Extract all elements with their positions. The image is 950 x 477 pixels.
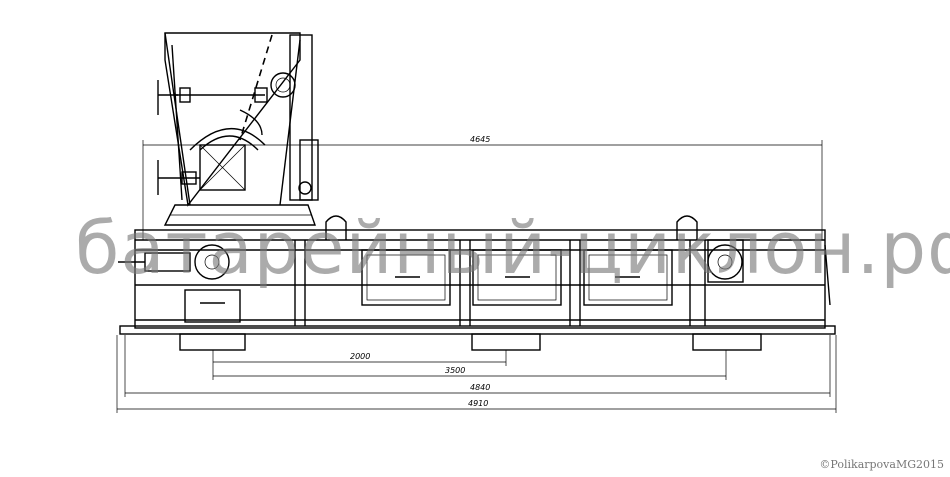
dim-4910: 4910 (468, 399, 488, 408)
conveyor-body (118, 215, 836, 351)
copyright-text: ©PolikarpovaMG2015 (819, 458, 944, 471)
dim-3500: 3500 (445, 366, 465, 375)
dimension-lines (116, 140, 837, 413)
hopper-assembly (157, 32, 319, 226)
dim-2000: 2000 (350, 352, 370, 361)
dim-4840: 4840 (470, 383, 490, 392)
dim-4645: 4645 (470, 135, 490, 144)
